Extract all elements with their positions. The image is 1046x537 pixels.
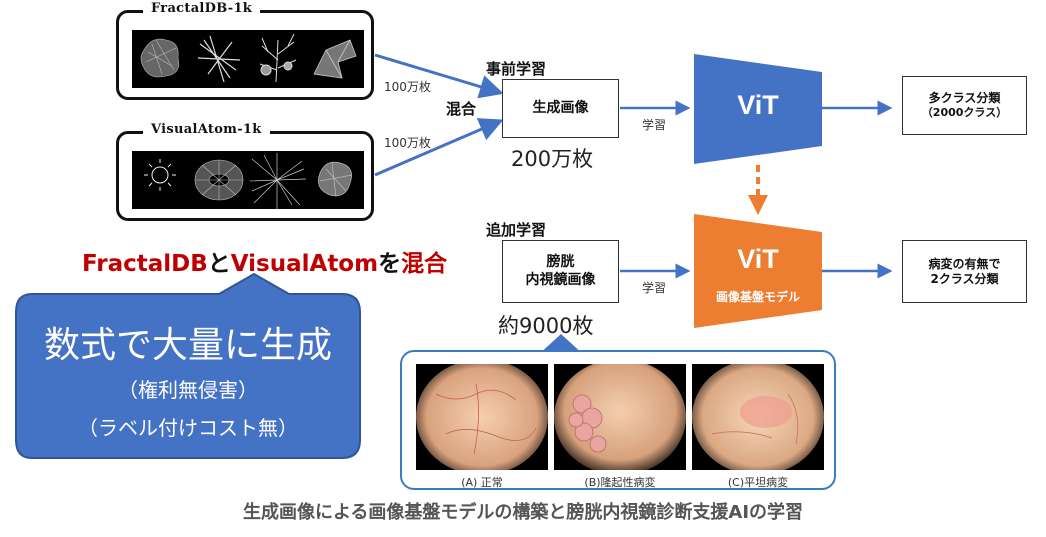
endoscopy-caption-flat-lesion: (C)平坦病変 (727, 476, 789, 489)
headline-and: と (207, 251, 231, 277)
endoscopy-image-raised-lesion (554, 364, 686, 470)
endoscopy-caption-raised-lesion: (B)隆起性病変 (584, 476, 656, 489)
visualatom-sample-1 (132, 151, 190, 209)
finetune-output-line1: 病変の有無で (928, 256, 1001, 271)
visualatom-sample-2 (190, 151, 248, 209)
finetune-label: 追加学習 (486, 221, 547, 239)
callout-sub1: （権利無侵害） (118, 378, 258, 402)
endoscopy-sample-frame: (A) 正常 (B)隆起性病変 (C)平坦病変 (400, 350, 836, 490)
vit-pretrain-model: ViT (694, 54, 822, 164)
pretrain-count: 200万枚 (511, 147, 594, 171)
vit-foundation-model: ViT 画像基盤モデル (694, 214, 822, 328)
callout-main: 数式で大量に生成 (43, 325, 332, 366)
pretrain-output-line1: 多クラス分類 (928, 91, 1001, 106)
pretrain-output-box: 多クラス分類 （2000クラス） (902, 76, 1027, 135)
arrow-fractal-to-mix (374, 53, 504, 99)
fractal-sample-1 (132, 30, 190, 88)
callout-sub2: （ラベル付けコスト無） (78, 416, 298, 440)
fractal-sample-2 (190, 30, 248, 88)
headline-visualatom: VisualAtom (230, 251, 379, 277)
fractaldb-title: FractalDB-1k (143, 1, 261, 16)
visualatom-sample-strip (132, 151, 364, 209)
endoscopy-image-flat-lesion (692, 364, 824, 470)
fractaldb-panel: FractalDB-1k (116, 1, 374, 100)
figure-caption: 生成画像による画像基盤モデルの構築と膀胱内視鏡診断支援AIの学習 (242, 502, 804, 523)
fractaldb-sample-strip (132, 30, 364, 88)
fractaldb-count: 100万枚 (384, 80, 431, 94)
visualatom-count: 100万枚 (384, 136, 431, 150)
visualatom-sample-3 (248, 151, 306, 209)
endoscopy-box-line2: 内視鏡画像 (525, 271, 596, 288)
generated-images-box: 生成画像 (502, 79, 619, 138)
callout-bubble-shape (15, 272, 361, 459)
visualatom-sample-4 (306, 151, 364, 209)
generated-images-label: 生成画像 (532, 99, 589, 116)
visualatom-title: VisualAtom-1k (143, 122, 270, 137)
finetune-output-box: 病変の有無で 2クラス分類 (902, 240, 1027, 303)
vit-foundation-shape (694, 214, 822, 328)
vit-foundation-sublabel: 画像基盤モデル (715, 290, 800, 304)
finetune-output-line2: 2クラス分類 (930, 271, 999, 286)
finetune-count: 約9000枚 (498, 314, 594, 338)
mix-headline: FractalDBとVisualAtomを混合 (82, 244, 447, 278)
vit-foundation-label: ViT (737, 244, 779, 274)
headline-wo: を (378, 251, 402, 277)
visualatom-panel: VisualAtom-1k (116, 122, 374, 221)
endoscopy-image-normal (416, 364, 548, 470)
vit-pretrain-shape (694, 54, 822, 164)
fractal-sample-3 (248, 30, 306, 88)
fractal-sample-4 (306, 30, 364, 88)
endoscopy-images-box: 膀胱 内視鏡画像 (502, 240, 619, 303)
headline-fractaldb: FractalDB (82, 251, 208, 277)
endoscopy-caption-normal: (A) 正常 (461, 476, 503, 489)
feature-callout: 数式で大量に生成 （権利無侵害） （ラベル付けコスト無） (14, 272, 362, 462)
endoscopy-box-line1: 膀胱 (546, 254, 575, 270)
vit-pretrain-label: ViT (737, 90, 779, 120)
arrow-visualatom-to-mix (374, 118, 504, 177)
headline-mix: 混合 (401, 251, 448, 277)
pretrain-arrow-label: 学習 (642, 118, 667, 132)
pretrain-label: 事前学習 (486, 60, 547, 78)
finetune-arrow-label: 学習 (642, 281, 667, 295)
mix-label: 混合 (446, 100, 477, 118)
pretrain-output-line2: （2000クラス） (921, 106, 1008, 120)
